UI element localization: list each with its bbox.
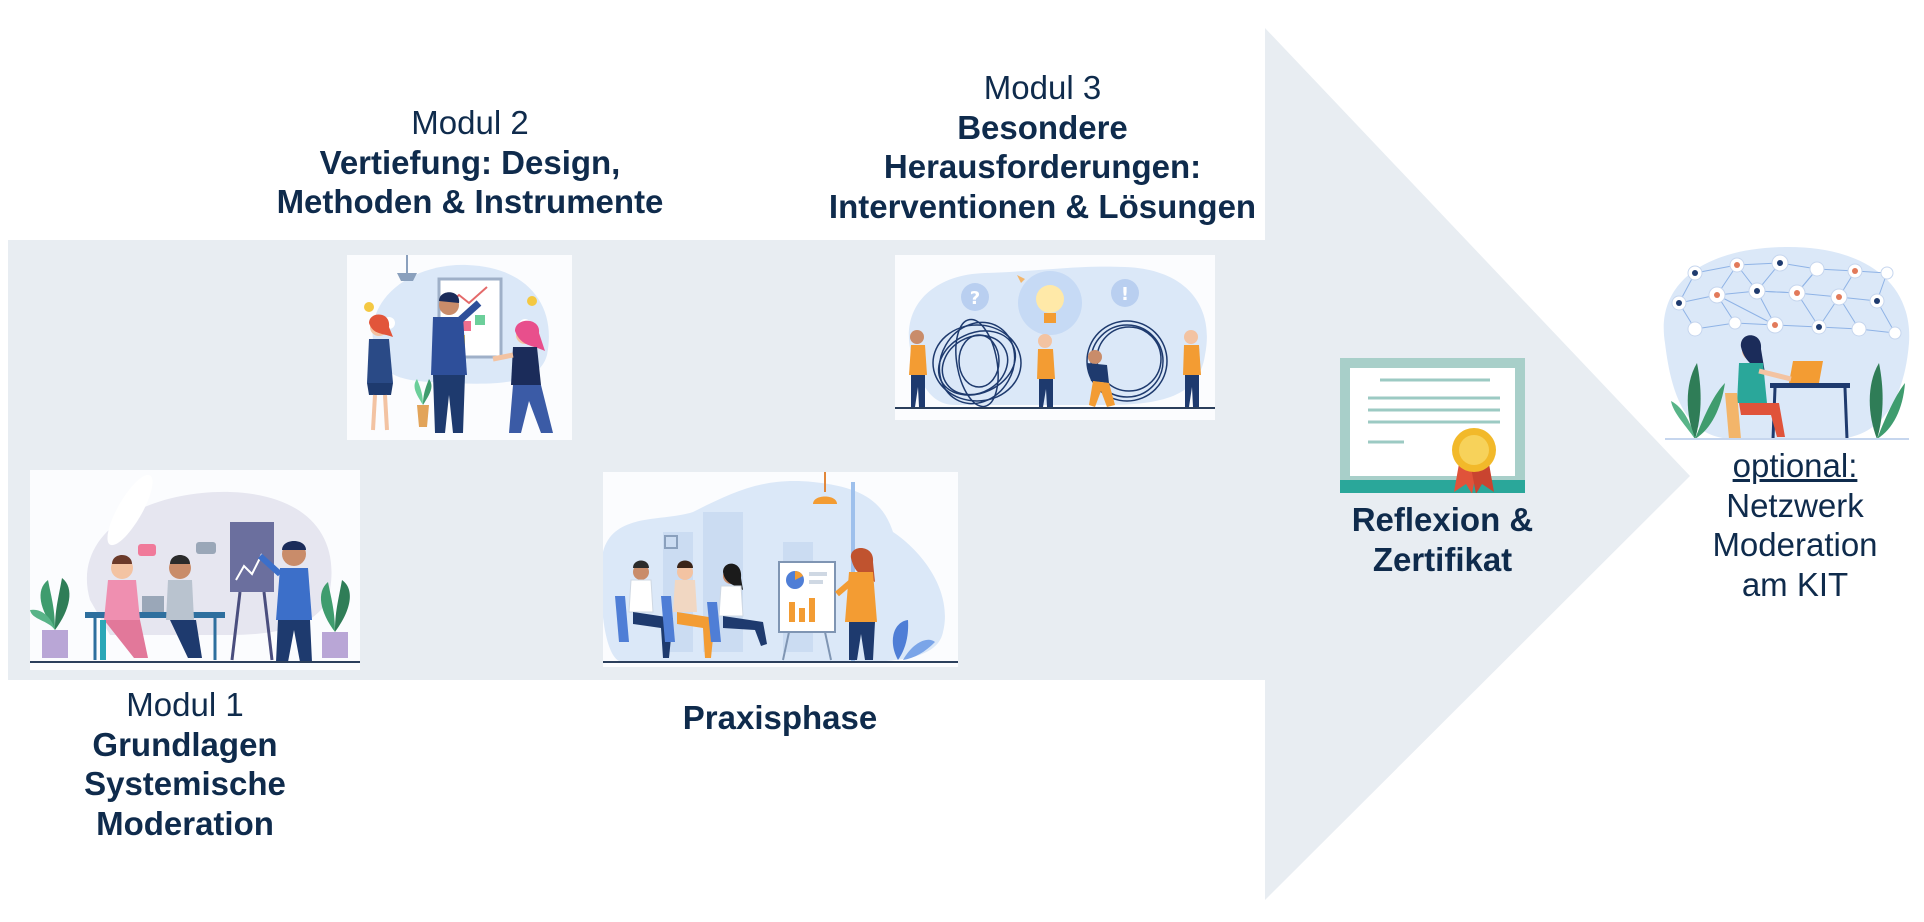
modul3-title-line-1: Besondere <box>957 108 1128 146</box>
netzwerk-line-2: Moderation <box>1712 526 1878 564</box>
audience-person-3 <box>707 563 767 646</box>
modul1-label: Modul 1 <box>126 686 244 723</box>
certificate-icon <box>1340 358 1525 493</box>
person-left <box>909 330 927 407</box>
network-people-illustration <box>1663 246 1910 440</box>
netzwerk-line-3: am KIT <box>1741 565 1849 603</box>
modul1-title-line-3: Moderation <box>96 804 274 842</box>
whiteboard-brainstorm-illustration <box>347 255 572 440</box>
praxis-label-block: Praxisphase <box>640 698 920 738</box>
meeting-presentation-illustration <box>30 470 360 670</box>
plant-right-icon <box>320 580 350 658</box>
modul3-title-line-2: Herausforderungen: <box>883 148 1202 186</box>
modul3-label: Modul 3 <box>983 69 1102 106</box>
audience-person-1 <box>615 560 673 658</box>
modul2-label-block: Modul 2 Vertiefung: Design, Methoden & I… <box>230 103 710 222</box>
zertifikat-label-block: Reflexion & Zertifikat <box>1310 500 1575 579</box>
netzwerk-line-1: Netzwerk <box>1726 486 1864 524</box>
tangled-problems-lightbulb-illustration: ? ! <box>895 255 1215 420</box>
audience-person-2 <box>661 560 715 658</box>
praxis-title: Praxisphase <box>682 699 878 736</box>
person-center <box>1037 334 1055 407</box>
modul1-title-line-2: Systemische <box>84 765 286 803</box>
svg-text:?: ? <box>970 288 980 309</box>
modul2-label: Modul 2 <box>411 104 529 141</box>
workshop-audience-illustration <box>603 472 958 667</box>
optional-label: optional: <box>1732 447 1858 484</box>
modul3-title-line-3: Interventionen & Lösungen <box>828 187 1257 225</box>
modul2-title-line-1: Vertiefung: Design, <box>319 143 621 181</box>
modul3-label-block: Modul 3 Besondere Herausforderungen: Int… <box>790 68 1295 226</box>
svg-text:!: ! <box>1121 284 1129 305</box>
modul1-title-line-1: Grundlagen <box>92 725 278 763</box>
netzwerk-label-block: optional: Netzwerk Moderation am KIT <box>1680 446 1910 604</box>
person-right <box>1183 330 1201 407</box>
person-pushing <box>1087 350 1115 407</box>
modul1-label-block: Modul 1 Grundlagen Systemische Moderatio… <box>30 685 340 843</box>
zertifikat-line-2: Zertifikat <box>1372 540 1513 578</box>
zertifikat-line-1: Reflexion & <box>1351 501 1534 538</box>
plant-left-icon <box>30 578 70 658</box>
modul2-title-line-2: Methoden & Instrumente <box>276 183 664 221</box>
